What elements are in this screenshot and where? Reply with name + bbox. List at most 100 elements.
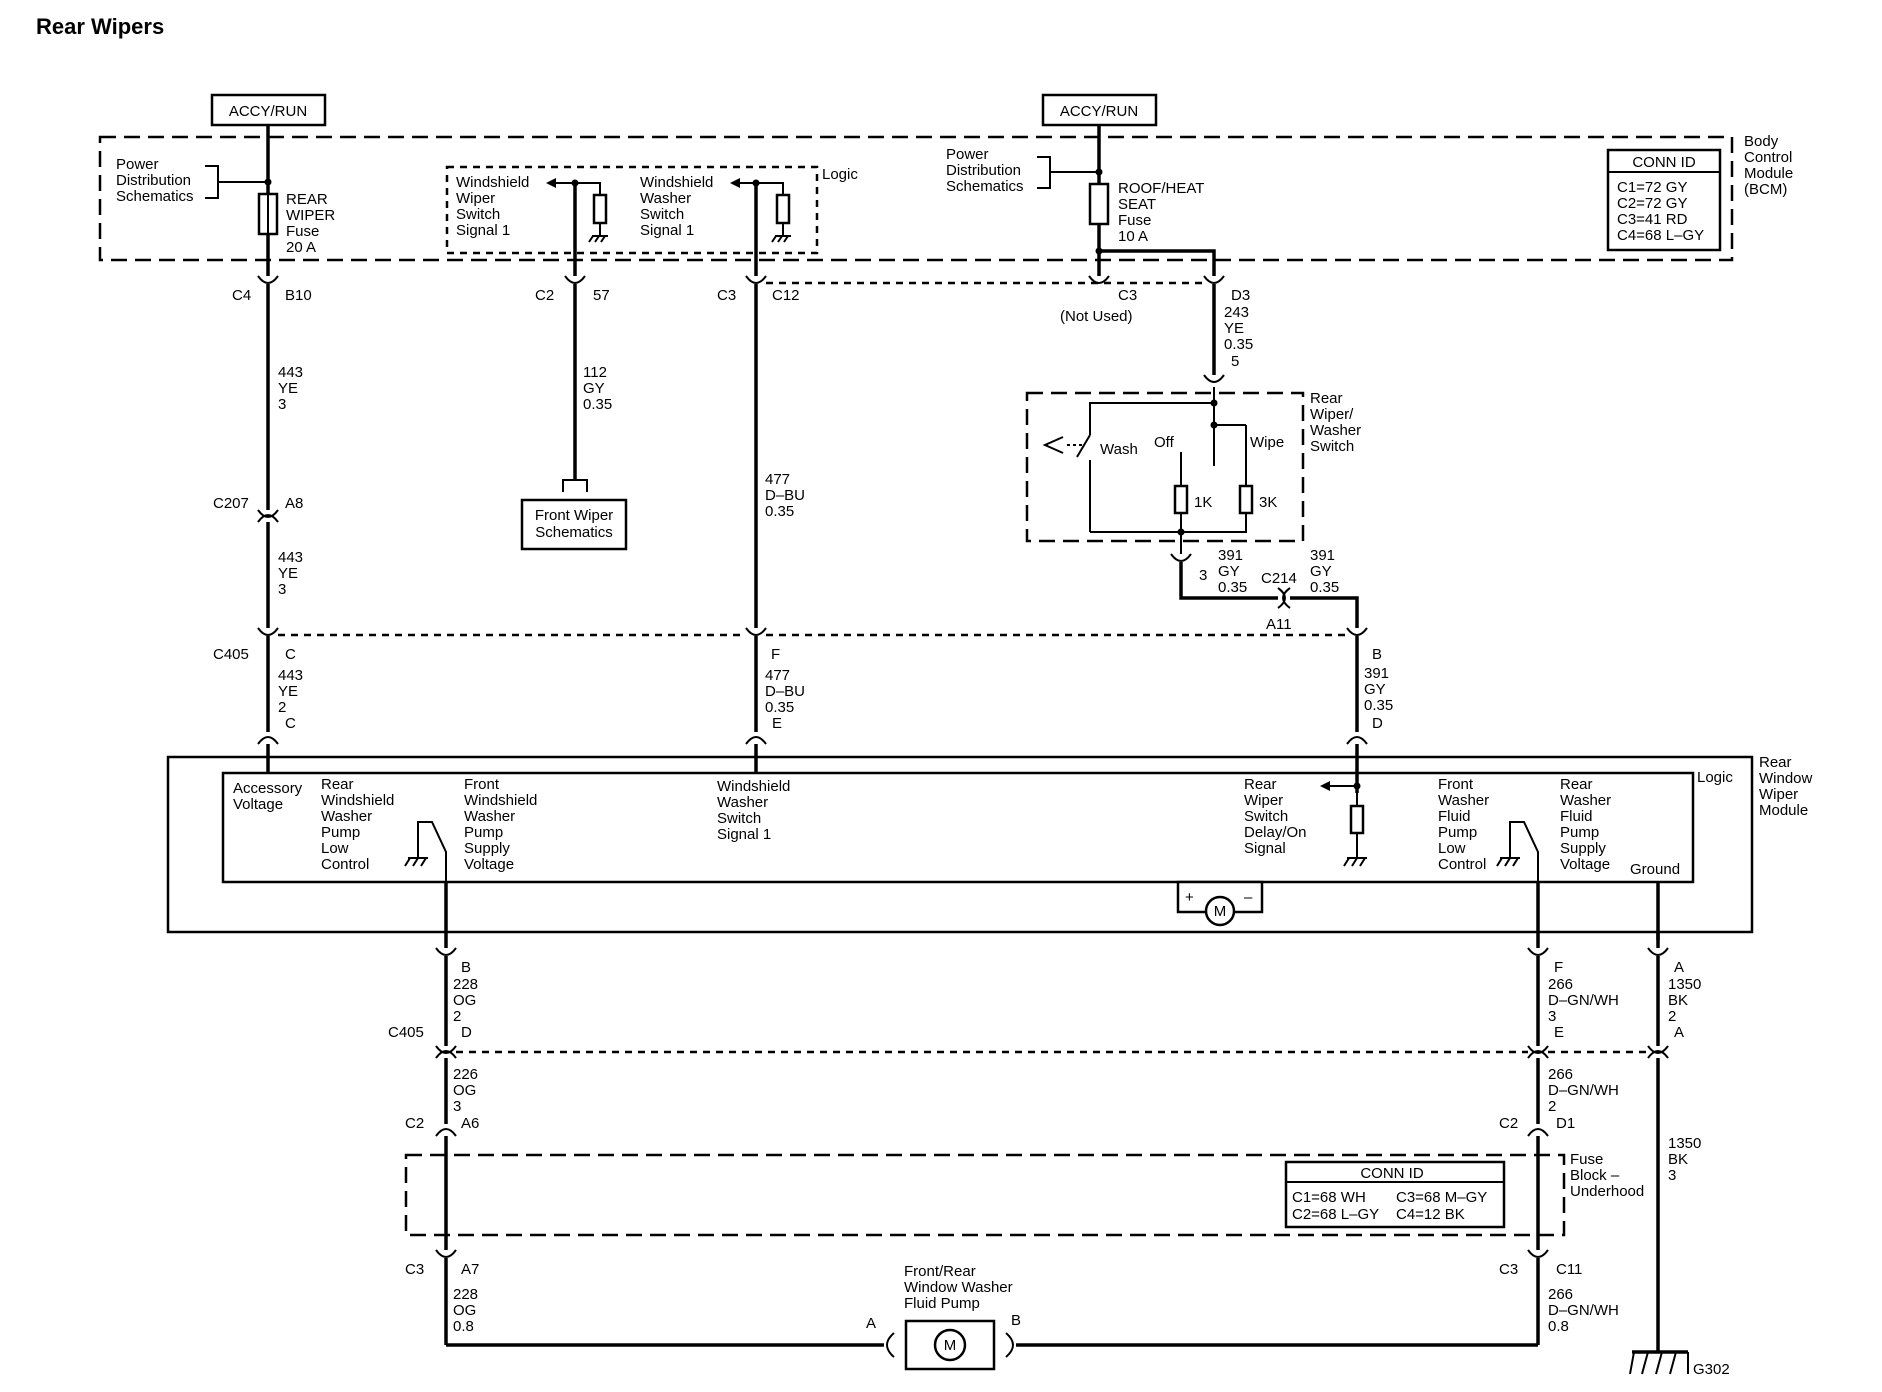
svg-text:C4=12 BK: C4=12 BK — [1396, 1206, 1465, 1223]
svg-text:C2=68 L–GY: C2=68 L–GY — [1292, 1206, 1379, 1223]
conn-rwwm-e: E — [772, 715, 782, 732]
svg-text:Front Wiper: Front Wiper — [535, 507, 613, 524]
conn-fb-c3-right: C3 — [1499, 1261, 1518, 1278]
rear-wiper-washer-switch-outline — [1025, 391, 1305, 543]
svg-text:C3=68 M–GY: C3=68 M–GY — [1396, 1189, 1487, 1206]
conn-c405-b: B — [1372, 646, 1382, 663]
conn-fb-c2-left: C2 — [405, 1115, 424, 1132]
bcm-logic-box — [445, 165, 819, 255]
ground-label: Ground — [1630, 861, 1680, 878]
conn-c2: C2 — [535, 287, 554, 304]
not-used-label: (Not Used) — [1060, 308, 1133, 325]
motor-minus-label: – — [1244, 889, 1253, 906]
rwwm-logic-box — [221, 771, 1695, 884]
conn-fb-c3-left: C3 — [405, 1261, 424, 1278]
conn-pin5: 5 — [1231, 353, 1239, 370]
conn-c3: C3 — [717, 287, 736, 304]
conn-c405-d: D — [461, 1024, 472, 1041]
conn-b10: B10 — [285, 287, 312, 304]
switch-wash-label: Wash — [1100, 441, 1138, 458]
svg-text:Schematics: Schematics — [535, 524, 613, 541]
conn-rwwm-c: C — [285, 715, 296, 732]
washer-fluid-pump — [886, 1319, 1014, 1371]
conn-rwwm-f: F — [1554, 959, 1563, 976]
connector-c207 — [257, 509, 279, 523]
bcm-logic-label: Logic — [822, 166, 858, 183]
conn-rwwm-b: B — [461, 959, 471, 976]
ground-g302-symbol — [1629, 1342, 1689, 1375]
resistor-3k-label: 3K — [1259, 494, 1277, 511]
connector-c405-upper — [257, 627, 1368, 637]
switch-wipe-label: Wipe — [1250, 434, 1284, 451]
fuse-block-underhood-outline — [404, 1153, 1566, 1237]
conn-a7: A7 — [461, 1261, 479, 1278]
diagram-title: Rear Wipers — [36, 14, 164, 39]
switch-off-label: Off — [1154, 434, 1175, 451]
svg-text:CONN ID: CONN ID — [1632, 154, 1696, 171]
svg-text:C2=72 GY: C2=72 GY — [1617, 195, 1687, 212]
accy-run-source-left: ACCY/RUN — [210, 93, 327, 127]
svg-text:ACCY/RUN: ACCY/RUN — [229, 103, 307, 120]
conn-rwwm-a: A — [1674, 959, 1684, 976]
conn-c405-c: C — [285, 646, 296, 663]
rear-wiper-switch-input-pullup — [1320, 781, 1367, 867]
conn-d1: D1 — [1556, 1115, 1575, 1132]
svg-text:C3=41 RD: C3=41 RD — [1617, 211, 1688, 228]
conn-fb-c2-right: C2 — [1499, 1115, 1518, 1132]
conn-c207: C207 — [213, 495, 249, 512]
conn-a11: A11 — [1266, 616, 1292, 633]
switch-connector-bottom — [1170, 553, 1192, 562]
conn-c12: C12 — [772, 287, 800, 304]
svg-text:CONN ID: CONN ID — [1360, 1165, 1424, 1182]
connector-rwwm-top — [257, 736, 1368, 745]
bcm-conn-id-table: CONN ID C1=72 GY C2=72 GY C3=41 RD C4=68… — [1606, 148, 1722, 252]
rear-ws-pump-low-side-driver — [404, 821, 447, 882]
conn-c405-a: A — [1674, 1024, 1684, 1041]
conn-c11: C11 — [1556, 1261, 1582, 1278]
svg-text:C1=72 GY: C1=72 GY — [1617, 179, 1687, 196]
connector-fuse-block-bottom — [435, 1249, 1549, 1258]
front-washer-pump-low-side-driver — [1496, 821, 1539, 882]
conn-c405-lower: C405 — [388, 1024, 424, 1041]
conn-pin3: 3 — [1199, 567, 1207, 584]
conn-c214: C214 — [1261, 570, 1297, 587]
pump-pin-b: B — [1011, 1312, 1021, 1329]
conn-a8: A8 — [285, 495, 303, 512]
pump-pin-a: A — [866, 1315, 876, 1332]
conn-c3-bcm: C3 — [1118, 287, 1137, 304]
connector-rwwm-bottom — [435, 947, 1669, 956]
conn-d3: D3 — [1231, 287, 1250, 304]
conn-c405-e: E — [1554, 1024, 1564, 1041]
svg-text:C1=68 WH: C1=68 WH — [1292, 1189, 1366, 1206]
front-wiper-schematics-box: Front Wiper Schematics — [520, 498, 628, 551]
